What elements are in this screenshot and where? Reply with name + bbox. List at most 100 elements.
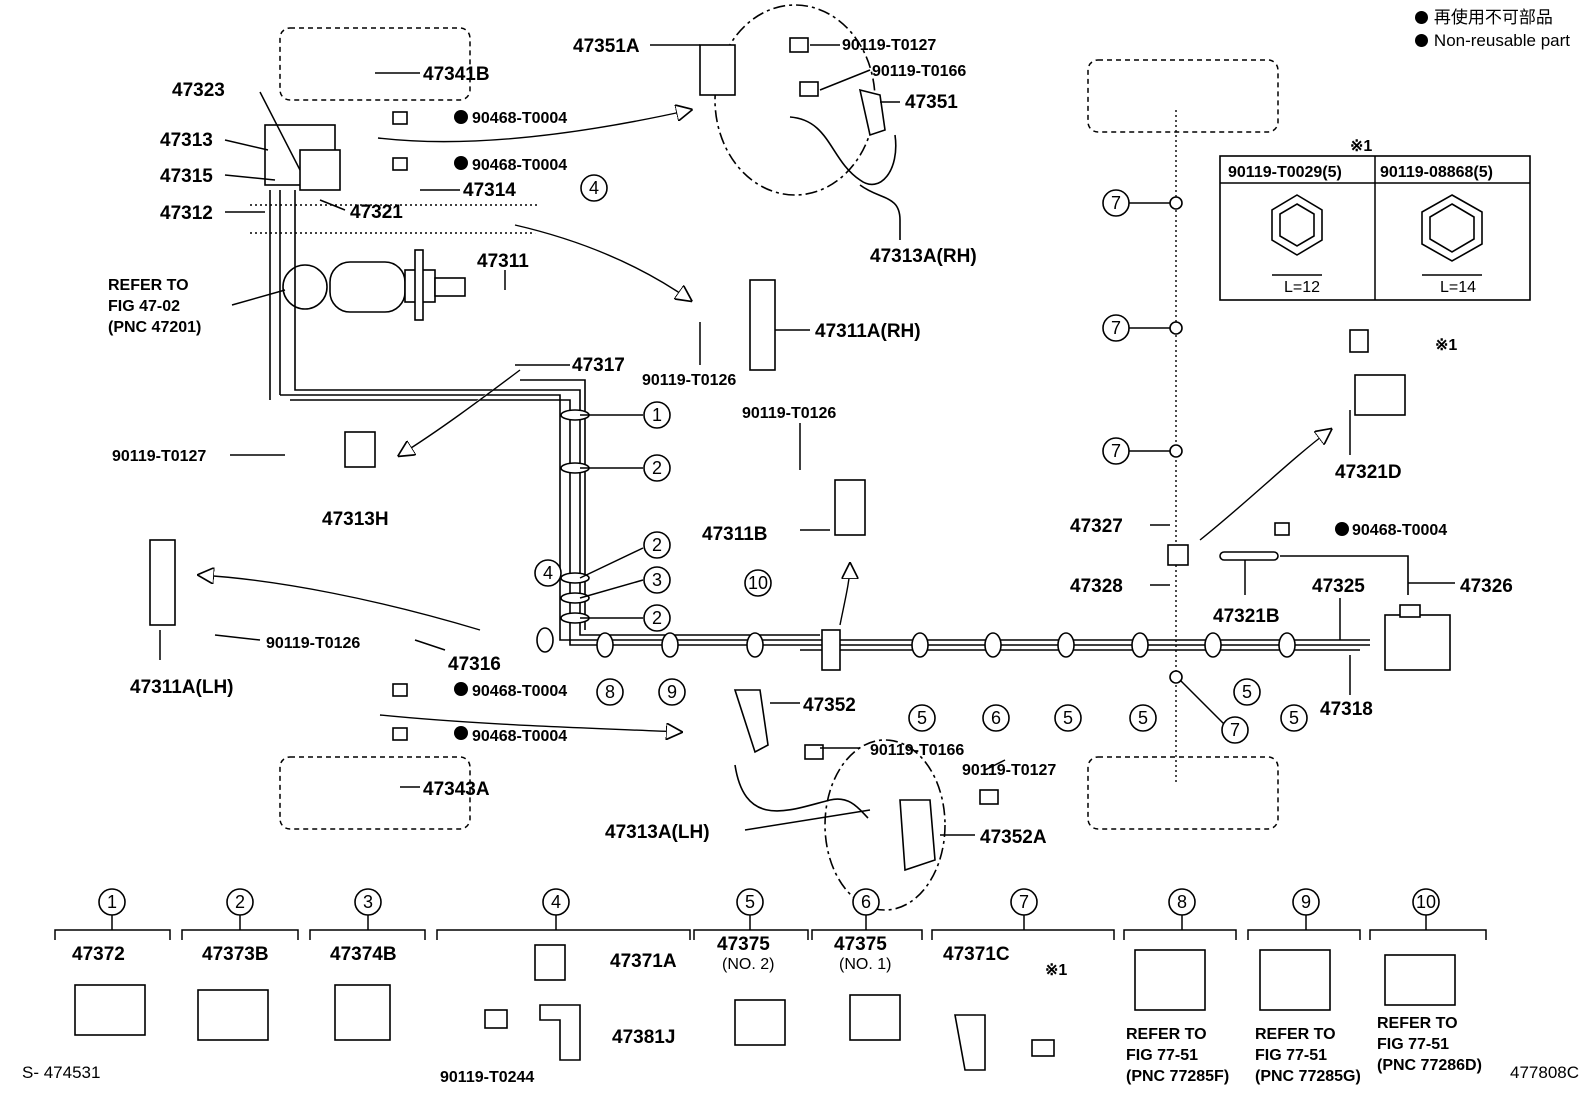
diagram-code-right: 477808C [1510,1063,1580,1082]
svg-text:REFER TO: REFER TO [1377,1015,1458,1032]
bracket-47318 [1384,614,1451,671]
legend: 再使用不可部品 Non-reusable part [1414,6,1570,52]
label-47311: 47311 [477,251,529,272]
label-90119-T0126-b: 90119-T0126 [742,405,836,422]
svg-text:REFER TO: REFER TO [1255,1026,1336,1043]
refer-a2: FIG 47-02 [108,298,180,315]
svg-text:47371C: 47371C [943,944,1010,965]
svg-text:2: 2 [235,892,245,912]
leader-lines [159,44,1455,836]
label-47313H: 47313H [322,509,389,530]
ref-box-front-right [1087,59,1279,133]
label-47321: 47321 [350,202,403,223]
svg-text:47372: 47372 [72,944,125,965]
svg-text:7: 7 [1111,318,1121,338]
label-47352A: 47352A [980,827,1047,848]
svg-text:90119-08868(5): 90119-08868(5) [1380,164,1493,181]
label-90119-T0166-a: 90119-T0166 [872,63,966,80]
label-47312: 47312 [160,203,213,224]
svg-text:3: 3 [363,892,373,912]
label-90468-T0004-e: 90468-T0004 [1352,522,1447,539]
svg-text:10: 10 [748,573,768,593]
svg-text:(PNC 77286D): (PNC 77286D) [1377,1057,1482,1074]
svg-text:4: 4 [551,892,561,912]
svg-text:2: 2 [652,608,662,628]
label-47343A: 47343A [423,779,490,800]
label-90119-T0126-a: 90119-T0126 [642,372,736,389]
label-90119-T0166-b: 90119-T0166 [870,742,964,759]
svg-text:8: 8 [605,682,615,702]
svg-text:1: 1 [107,892,117,912]
label-47351A: 47351A [573,36,640,57]
label-90119-T0126-c: 90119-T0126 [266,635,360,652]
hose-47313A-rh [699,4,901,240]
label-90468-T0004-a: 90468-T0004 [472,110,567,127]
svg-text:※1: ※1 [1045,962,1067,979]
label-47318: 47318 [1320,699,1373,720]
diagram-code-left: S- 474531 [22,1063,101,1082]
label-90468-T0004-d: 90468-T0004 [472,728,567,745]
svg-text:FIG 77-51: FIG 77-51 [1255,1047,1327,1064]
legend-en: Non-reusable part [1433,31,1570,50]
svg-text:9: 9 [1301,892,1311,912]
valve-47311B [834,479,866,536]
label-47311A-lh: 47311A(LH) [130,677,234,698]
svg-text:※1: ※1 [1350,138,1372,155]
svg-text:8: 8 [1177,892,1187,912]
svg-text:47375: 47375 [834,934,887,955]
clamp-number-callouts: 1 2 2 3 2 4 4 5 5 5 5 5 6 7 7 7 7 8 9 10 [534,174,1308,744]
svg-text:(PNC 77285G): (PNC 77285G) [1255,1068,1361,1085]
legend-jp: 再使用不可部品 [1433,8,1553,27]
svg-text:7: 7 [1019,892,1029,912]
svg-text:2: 2 [652,458,662,478]
svg-text:FIG 77-51: FIG 77-51 [1377,1036,1449,1053]
label-47317: 47317 [572,355,625,376]
label-mark1: ※1 [1435,337,1457,354]
svg-text:4: 4 [543,563,553,583]
label-47351: 47351 [905,92,958,113]
svg-text:5: 5 [917,708,927,728]
svg-text:5: 5 [1138,708,1148,728]
svg-text:5: 5 [1289,708,1299,728]
svg-text:5: 5 [1242,682,1252,702]
label-47325: 47325 [1312,576,1365,597]
svg-text:4: 4 [589,178,599,198]
label-90119-T0127-b: 90119-T0127 [112,448,206,465]
refer-a1: REFER TO [108,277,189,294]
ref-box-rear-right [1087,756,1279,830]
svg-text:REFER TO: REFER TO [1126,1026,1207,1043]
hose-47313A-lh [733,689,999,911]
svg-text:(PNC 77285F): (PNC 77285F) [1126,1068,1229,1085]
label-47328: 47328 [1070,576,1123,597]
valve-47311A-lh [149,539,176,626]
bolt-size-table: ※1 90119-T0029(5) 90119-08868(5) L=12 L=… [1219,138,1531,301]
flow-arrows [200,110,1330,732]
svg-text:7: 7 [1111,193,1121,213]
svg-text:5: 5 [1063,708,1073,728]
label-47321B: 47321B [1213,606,1280,627]
svg-text:1: 1 [652,405,662,425]
clamp-legend-row: 1 2 3 4 5 6 7 8 9 10 47372 47373B 47374B… [54,888,1487,1086]
label-90468-T0004-c: 90468-T0004 [472,683,567,700]
label-90119-T0127-a: 90119-T0127 [842,37,936,54]
svg-text:6: 6 [861,892,871,912]
svg-text:L=14: L=14 [1440,279,1476,296]
svg-text:L=12: L=12 [1284,279,1320,296]
label-47315: 47315 [160,166,213,187]
svg-text:47381J: 47381J [612,1027,675,1048]
svg-text:2: 2 [652,535,662,555]
svg-text:(NO. 2): (NO. 2) [722,956,774,973]
svg-text:10: 10 [1416,892,1436,912]
label-90468-T0004-b: 90468-T0004 [472,157,567,174]
svg-text:5: 5 [745,892,755,912]
non-reusable-dot-icon [1414,34,1428,47]
svg-text:(NO. 1): (NO. 1) [839,956,891,973]
label-47326: 47326 [1460,576,1513,597]
label-47311A-rh: 47311A(RH) [815,321,921,342]
valve-47321D [1354,374,1406,416]
joint-block [821,629,841,671]
label-47313: 47313 [160,130,213,151]
label-47327: 47327 [1070,516,1123,537]
label-47313A-lh: 47313A(LH) [605,822,710,843]
